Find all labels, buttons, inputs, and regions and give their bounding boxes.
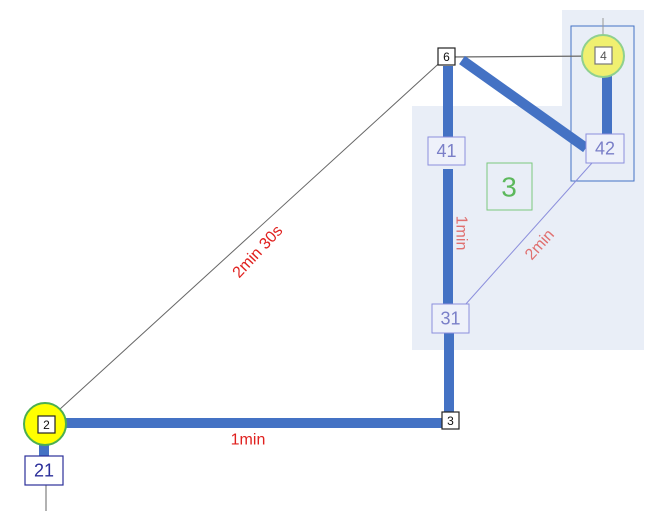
edge-6-42[interactable]: [459, 55, 589, 153]
stop-42[interactable]: 42: [585, 133, 625, 164]
edge-6-4[interactable]: [445, 55, 604, 58]
edge-42-31[interactable]: [464, 162, 593, 306]
stop-21[interactable]: 21: [24, 455, 64, 486]
edge-41-31-label: 1min: [453, 216, 470, 251]
edge-2-6-label: 2min 30s: [230, 222, 287, 281]
edge-2-3-label: 1min: [231, 432, 266, 449]
node-6-label: 6: [443, 50, 450, 64]
edge-2-6[interactable]: [47, 56, 447, 421]
node-2-label: 2: [43, 418, 50, 432]
node-4[interactable]: 4: [594, 46, 613, 65]
node-3[interactable]: 3: [441, 411, 460, 430]
stop-41[interactable]: 41: [427, 136, 466, 166]
stop-31[interactable]: 31: [431, 303, 470, 334]
stop-41-label: 41: [436, 141, 456, 161]
stop-21-label: 21: [34, 461, 54, 481]
node-2[interactable]: 2: [37, 415, 56, 434]
zone-region: [412, 10, 644, 350]
zone-label-box: [486, 162, 533, 211]
node-3-label: 3: [447, 414, 454, 428]
node-6[interactable]: 6: [437, 47, 456, 66]
stop-31-label: 31: [440, 309, 460, 329]
stop-42-label: 42: [595, 139, 615, 159]
node-4-label: 4: [600, 49, 607, 63]
zone-label: 3: [501, 172, 517, 203]
